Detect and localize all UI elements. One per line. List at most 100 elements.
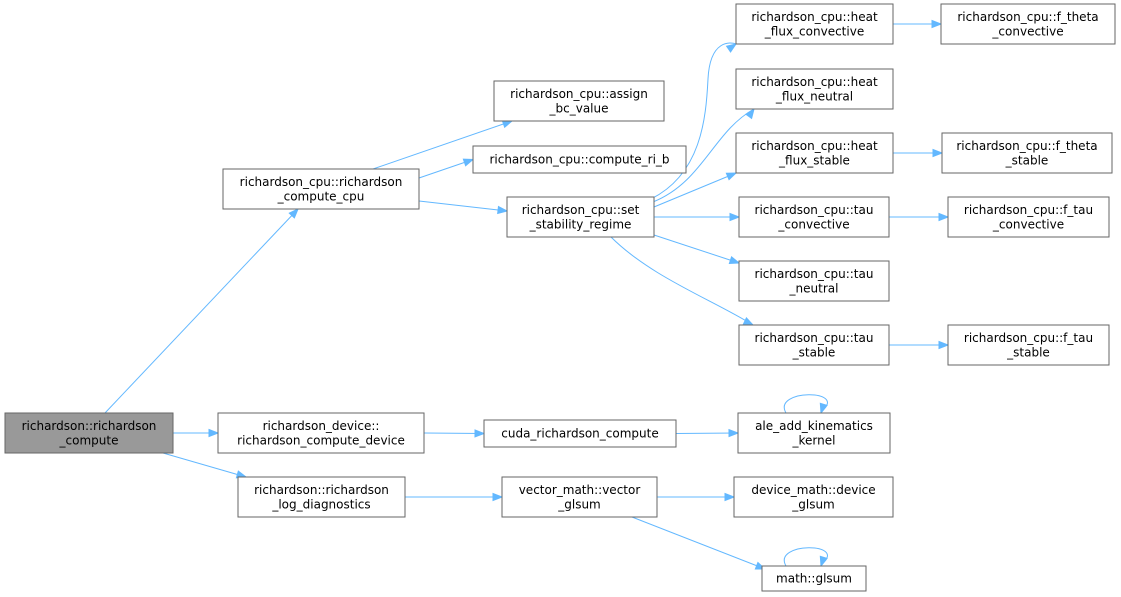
node-box[interactable]: [735, 3, 894, 45]
node-label-line: _convective: [777, 217, 849, 231]
node-box[interactable]: [947, 196, 1110, 238]
edge-arrowhead: [501, 120, 514, 129]
node-label-line: _log_diagnostics: [271, 497, 370, 511]
edge-line: [783, 394, 828, 414]
node-tau_conv[interactable]: richardson_cpu::tau_convective: [738, 196, 890, 238]
node-label-line: richardson_cpu::f_tau: [964, 203, 1093, 217]
node-root[interactable]: richardson::richardson_compute: [4, 412, 174, 454]
edge-rd_dev-to-cuda_rc: [423, 429, 486, 438]
node-label-line: richardson_compute_device: [237, 433, 405, 447]
node-label-line: device_math::device: [751, 483, 875, 497]
node-label-line: richardson_cpu::richardson: [240, 175, 403, 189]
node-label-line: _glsum: [791, 497, 835, 511]
node-vm_glsum[interactable]: vector_math::vector_glsum: [501, 476, 658, 518]
node-label-line: richardson_cpu::tau: [755, 331, 874, 345]
node-label-line: _neutral: [789, 281, 839, 295]
edge-arrowhead: [725, 43, 738, 53]
node-dm_glsum[interactable]: device_math::device_glsum: [733, 476, 894, 518]
node-label-line: richardson_cpu::assign: [510, 87, 648, 101]
node-tau_neut[interactable]: richardson_cpu::tau_neutral: [738, 260, 890, 302]
node-label-line: _flux_convective: [764, 24, 864, 38]
node-math_glsum[interactable]: math::glsum: [761, 565, 867, 592]
node-box[interactable]: [761, 565, 867, 592]
edge-arrowhead: [745, 107, 755, 120]
node-ft_conv[interactable]: richardson_cpu::f_theta_convective: [940, 3, 1116, 45]
node-box[interactable]: [501, 476, 658, 518]
edge-arrowhead: [932, 148, 944, 158]
node-box[interactable]: [940, 3, 1116, 45]
node-box[interactable]: [506, 196, 655, 238]
node-box[interactable]: [738, 260, 890, 302]
edge-set_stab-to-hf_neut: [652, 107, 755, 203]
edge-arrowhead: [819, 555, 828, 568]
node-box[interactable]: [222, 168, 420, 210]
node-box[interactable]: [941, 132, 1113, 174]
edge-arrowhead: [474, 429, 486, 438]
node-rc_cpu[interactable]: richardson_cpu::richardson_compute_cpu: [222, 168, 420, 210]
node-rlog[interactable]: richardson::richardson_log_diagnostics: [237, 476, 406, 518]
node-label-line: _stable: [1005, 153, 1049, 167]
edge-arrowhead: [492, 492, 504, 502]
node-ri_b[interactable]: richardson_cpu::compute_ri_b: [472, 145, 687, 174]
edge-arrowhead: [938, 340, 950, 350]
edge-set_stab-to-tau_stab: [610, 236, 755, 326]
node-box[interactable]: [738, 324, 890, 366]
edge-set_stab-to-tau_conv: [654, 212, 741, 222]
node-box[interactable]: [737, 412, 891, 454]
edge-hf_stab-to-ft_stab: [893, 148, 944, 158]
node-box[interactable]: [237, 476, 406, 518]
edge-set_stab-to-hf_conv: [650, 42, 738, 200]
node-label-line: richardson_cpu::tau: [755, 203, 874, 217]
node-label-line: _stable: [792, 345, 836, 359]
node-box[interactable]: [947, 324, 1110, 366]
node-hf_stab[interactable]: richardson_cpu::heat_flux_stable: [735, 132, 894, 174]
node-rd_dev[interactable]: richardson_device::richardson_compute_de…: [217, 412, 425, 454]
node-box[interactable]: [472, 145, 687, 174]
node-hf_conv[interactable]: richardson_cpu::heat_flux_convective: [735, 3, 894, 45]
node-box[interactable]: [735, 132, 894, 174]
edge-line: [783, 547, 828, 567]
edge-arrowhead: [462, 158, 475, 167]
node-box[interactable]: [735, 68, 894, 110]
node-box[interactable]: [483, 419, 677, 448]
edge-vm_glsum-to-dm_glsum: [657, 492, 736, 502]
edge-arrowhead: [288, 207, 299, 219]
edge-tau_stab-to-ftau_stab: [889, 340, 950, 350]
node-box[interactable]: [493, 80, 665, 122]
node-box[interactable]: [4, 412, 174, 454]
node-label-line: math::glsum: [776, 572, 852, 586]
node-cuda_rc[interactable]: cuda_richardson_compute: [483, 419, 677, 448]
node-ftau_conv[interactable]: richardson_cpu::f_tau_convective: [947, 196, 1110, 238]
node-label-line: richardson_cpu::heat: [751, 75, 878, 89]
node-assign_bc[interactable]: richardson_cpu::assign_bc_value: [493, 80, 665, 122]
node-label-line: _convective: [991, 24, 1063, 38]
node-hf_neut[interactable]: richardson_cpu::heat_flux_neutral: [735, 68, 894, 110]
node-label-line: richardson_cpu::tau: [755, 267, 874, 281]
node-label-line: _flux_stable: [778, 153, 850, 167]
node-box[interactable]: [733, 476, 894, 518]
node-label-line: _stability_regime: [529, 217, 632, 231]
edge-ale_kin-to-ale_kin: [783, 394, 828, 415]
node-box[interactable]: [217, 412, 425, 454]
edge-arrowhead: [724, 492, 736, 502]
node-ale_kin[interactable]: ale_add_kinematics_kernel: [737, 412, 891, 454]
node-label-line: richardson::richardson: [254, 483, 389, 497]
node-set_stab[interactable]: richardson_cpu::set_stability_regime: [506, 196, 655, 238]
edge-rc_cpu-to-ri_b: [418, 158, 475, 179]
edge-tau_conv-to-ftau_conv: [889, 212, 950, 222]
node-label-line: richardson_cpu::f_theta: [956, 139, 1097, 153]
edge-arrowhead: [728, 256, 741, 265]
node-label-line: ale_add_kinematics: [755, 419, 873, 433]
node-label-line: _compute: [59, 433, 119, 447]
node-label-line: richardson_cpu::compute_ri_b: [489, 153, 669, 167]
node-ft_stab[interactable]: richardson_cpu::f_theta_stable: [941, 132, 1113, 174]
node-tau_stab[interactable]: richardson_cpu::tau_stable: [738, 324, 890, 366]
edge-set_stab-to-hf_stab: [653, 172, 738, 208]
node-label-line: _flux_neutral: [775, 89, 853, 103]
node-label-line: richardson_cpu::set: [522, 203, 640, 217]
edge-line: [675, 432, 739, 434]
node-ftau_stab[interactable]: richardson_cpu::f_tau_stable: [947, 324, 1110, 366]
node-box[interactable]: [738, 196, 890, 238]
edges-layer: [104, 19, 950, 570]
edge-arrowhead: [729, 212, 741, 222]
